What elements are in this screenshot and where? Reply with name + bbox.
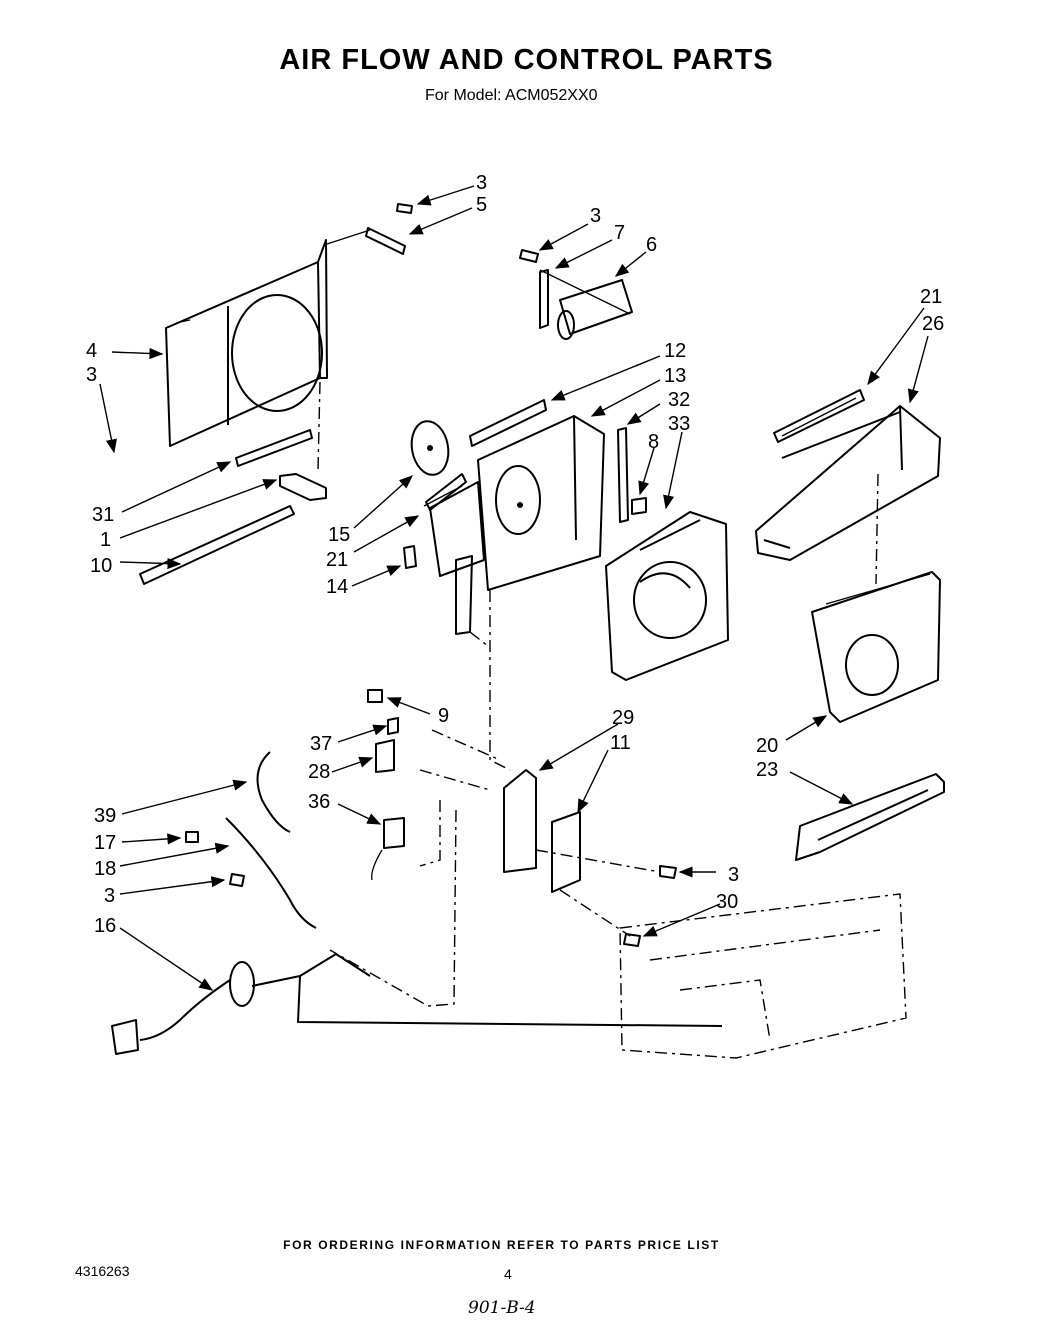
callout-3: 3 xyxy=(590,205,601,227)
model-subtitle: For Model: ACM052XX0 xyxy=(425,87,598,104)
callout-15: 15 xyxy=(328,524,350,546)
callout-37: 37 xyxy=(310,733,332,755)
block-8-part xyxy=(631,497,647,515)
callout-28: 28 xyxy=(308,761,330,783)
block-14-part xyxy=(403,545,417,569)
callout-5: 5 xyxy=(476,194,487,216)
callout-1: 1 xyxy=(100,529,111,551)
blower-housing-part xyxy=(605,511,729,681)
callout-4: 4 xyxy=(86,340,97,362)
callout-30: 30 xyxy=(716,891,738,913)
callout-21: 21 xyxy=(326,549,348,571)
callout-14: 14 xyxy=(326,576,348,598)
callout-10: 10 xyxy=(90,555,112,577)
callout-13: 13 xyxy=(664,365,686,387)
callout-23: 23 xyxy=(756,759,778,781)
callout-3: 3 xyxy=(86,364,97,386)
seal-12-part xyxy=(469,399,547,447)
bracket-1-part xyxy=(279,473,327,501)
drain-23-part xyxy=(795,773,945,861)
callout-18: 18 xyxy=(94,858,116,880)
screws-part xyxy=(185,831,677,947)
base-pan-outline xyxy=(619,893,907,1059)
callout-31: 31 xyxy=(92,504,114,526)
control-panel-part xyxy=(367,689,581,893)
callout-21: 21 xyxy=(920,286,942,308)
seal-strip-part xyxy=(773,389,865,443)
callout-12: 12 xyxy=(664,340,686,362)
callout-9: 9 xyxy=(438,705,449,727)
handwritten-note: 901-B-4 xyxy=(468,1298,536,1318)
leader-lines xyxy=(99,185,929,991)
callout-6: 6 xyxy=(646,234,657,256)
callout-17: 17 xyxy=(94,832,116,854)
callout-3: 3 xyxy=(476,172,487,194)
ordering-note: FOR ORDERING INFORMATION REFER TO PARTS … xyxy=(283,1238,720,1252)
strip-21-part xyxy=(425,473,467,511)
fan-wheel-part xyxy=(410,420,450,476)
callout-32: 32 xyxy=(668,389,690,411)
callout-8: 8 xyxy=(648,431,659,453)
callout-20: 20 xyxy=(756,735,778,757)
capacitor-part xyxy=(519,249,633,340)
bulkhead-part xyxy=(423,415,605,635)
air-duct-part xyxy=(755,405,941,561)
screw-bracket-part xyxy=(326,203,413,255)
callout-11: 11 xyxy=(610,732,631,754)
page-number: 4 xyxy=(504,1266,512,1282)
strip-32-part xyxy=(617,427,629,523)
power-cord-part xyxy=(111,953,723,1055)
rail-10-part xyxy=(139,505,295,585)
callout-26: 26 xyxy=(922,313,944,335)
callout-16: 16 xyxy=(94,915,116,937)
callout-3: 3 xyxy=(104,885,115,907)
front-panel-part xyxy=(165,239,328,447)
callout-29: 29 xyxy=(612,707,634,729)
callout-7: 7 xyxy=(614,222,625,244)
strip-31-part xyxy=(235,429,313,467)
page-title: AIR FLOW AND CONTROL PARTS xyxy=(279,44,774,76)
callout-33: 33 xyxy=(668,413,690,435)
partition-20-part xyxy=(811,571,941,723)
callout-3: 3 xyxy=(728,864,739,886)
wiring-part xyxy=(225,751,317,929)
callout-36: 36 xyxy=(308,791,330,813)
callout-labels: 3 5 3 7 6 21 26 4 3 12 13 32 8 33 31 1 1… xyxy=(86,172,944,937)
callout-39: 39 xyxy=(94,805,116,827)
assembly-lines xyxy=(317,381,879,1007)
document-number: 4316263 xyxy=(75,1263,130,1279)
